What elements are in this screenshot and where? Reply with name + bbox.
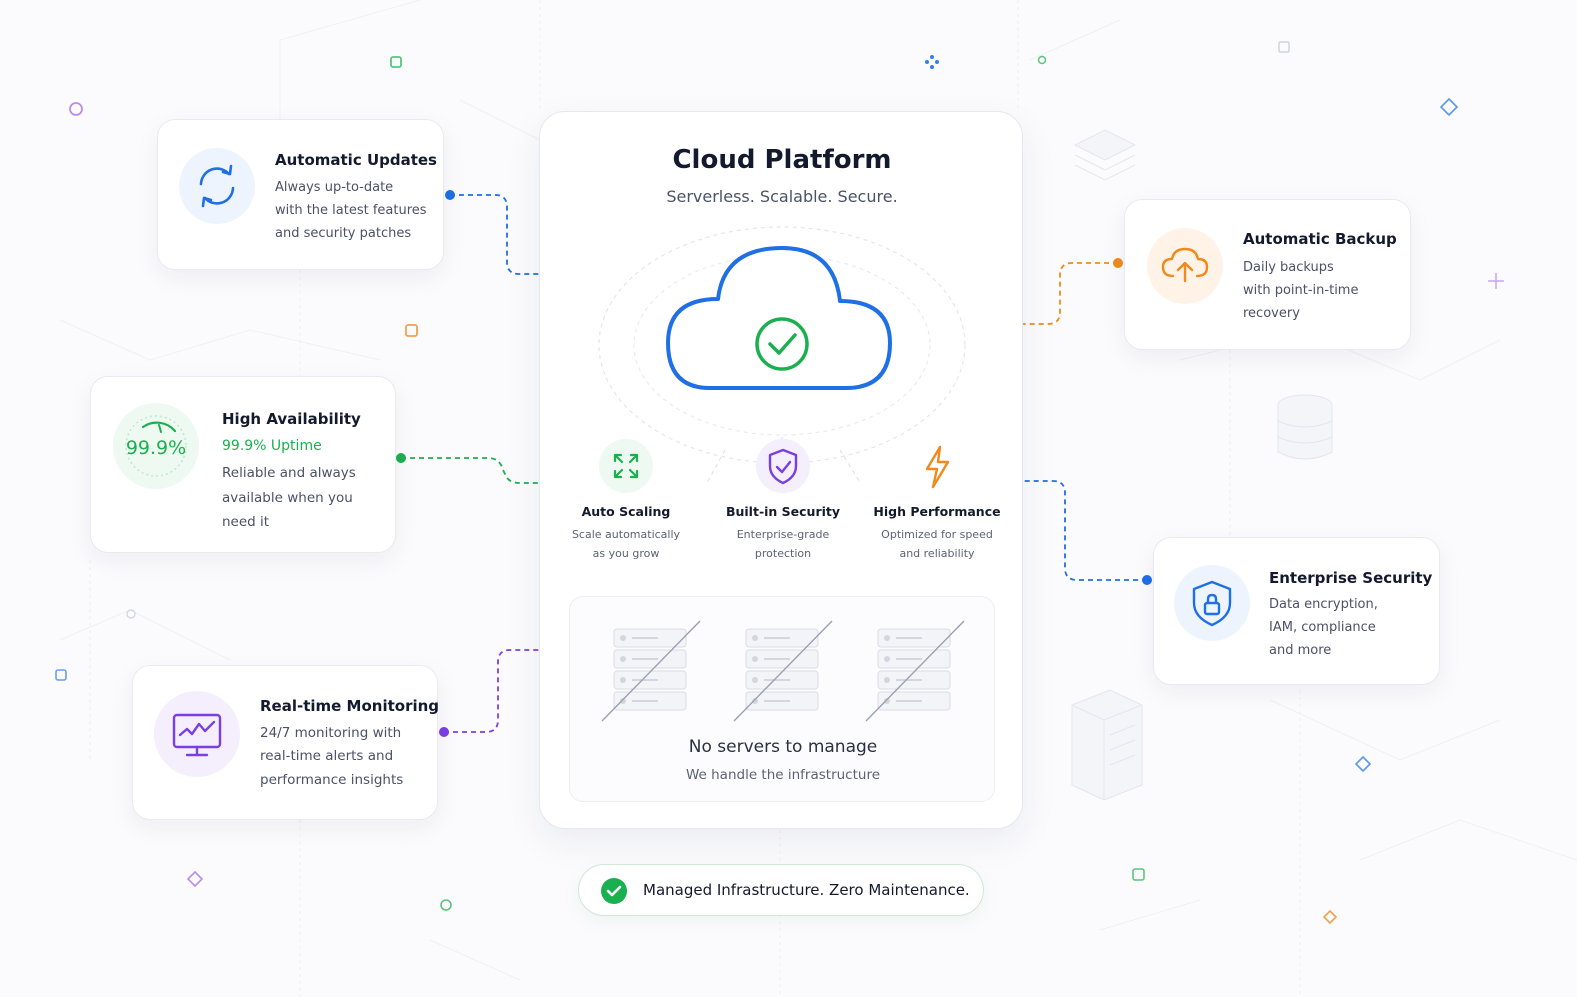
availability-title: High Availability <box>222 410 361 428</box>
availability-line-1: Reliable and always <box>222 465 356 481</box>
monitoring-line-3: performance insights <box>260 772 404 788</box>
cloud-illustration <box>598 226 966 482</box>
shield-lock-icon <box>1192 580 1232 627</box>
feature-title: High Performance <box>873 504 1001 519</box>
card-real-time-monitoring: Real-time Monitoring 24/7 monitoring wit… <box>132 665 440 820</box>
lightning-icon <box>925 445 950 489</box>
crossed-servers-illustration <box>601 620 965 722</box>
updates-title: Automatic Updates <box>275 151 437 169</box>
uptime-metric: 99.9% <box>125 437 187 459</box>
feature-line-2: as you grow <box>592 547 660 560</box>
feature-line-1: Scale automatically <box>571 528 681 541</box>
uptime-gauge-badge: 99.9% <box>113 403 199 489</box>
feature-auto-scaling: Auto Scaling Scale automatically as you … <box>551 438 701 563</box>
connector-monitoring <box>444 649 539 733</box>
platform-title: Cloud Platform <box>672 145 892 175</box>
updates-line-1: Always up-to-date <box>275 180 394 195</box>
shield-check-icon <box>756 439 810 493</box>
no-servers-subtitle: We handle the infrastructure <box>685 767 881 783</box>
connector-updates <box>450 194 539 275</box>
availability-line-3: need it <box>222 514 270 530</box>
backup-line-2: with point-in-time <box>1243 283 1359 298</box>
monitor-chart-icon <box>172 713 222 757</box>
connector-security <box>1023 480 1147 581</box>
platform-subtitle: Serverless. Scalable. Secure. <box>666 187 898 206</box>
security-line-1: Data encryption, <box>1269 597 1378 612</box>
security-title: Enterprise Security <box>1269 569 1433 587</box>
monitor-icon-badge <box>154 691 240 777</box>
card-automatic-backup: Automatic Backup Daily backups with poin… <box>1124 199 1411 350</box>
monitoring-line-1: 24/7 monitoring with <box>260 725 402 741</box>
monitoring-line-2: real-time alerts and <box>260 748 394 764</box>
security-line-3: and more <box>1269 643 1332 658</box>
footer-label: Managed Infrastructure. Zero Maintenance… <box>643 881 970 899</box>
expand-arrows-icon <box>599 439 653 493</box>
no-servers-title: No servers to manage <box>688 737 878 757</box>
connector-availability <box>401 457 539 484</box>
backup-line-3: recovery <box>1243 306 1300 321</box>
monitoring-title: Real-time Monitoring <box>260 697 440 715</box>
feature-line-1: Enterprise-grade <box>736 528 830 541</box>
feature-title: Built-in Security <box>725 504 841 519</box>
security-icon-badge <box>1174 565 1250 641</box>
feature-built-in-security: Built-in Security Enterprise-grade prote… <box>708 438 858 563</box>
no-servers-panel: No servers to manage We handle the infra… <box>569 596 995 802</box>
availability-line-2: available when you <box>222 490 353 506</box>
gauge-icon <box>125 415 187 477</box>
managed-infrastructure-badge: Managed Infrastructure. Zero Maintenance… <box>578 864 984 916</box>
cloud-upload-icon <box>1161 247 1209 283</box>
feature-line-2: protection <box>754 547 812 560</box>
updates-line-3: and security patches <box>275 226 412 241</box>
card-enterprise-security: Enterprise Security Data encryption, IAM… <box>1153 537 1440 685</box>
feature-line-2: and reliability <box>899 547 975 560</box>
backup-title: Automatic Backup <box>1243 230 1397 248</box>
availability-highlight: 99.9% Uptime <box>222 438 322 454</box>
refresh-icon-badge <box>179 148 255 224</box>
check-circle-icon <box>601 878 627 904</box>
card-high-availability: 99.9% High Availability 99.9% Uptime Rel… <box>90 376 396 553</box>
security-line-2: IAM, compliance <box>1269 620 1376 635</box>
feature-title: Auto Scaling <box>581 504 671 519</box>
backup-line-1: Daily backups <box>1243 260 1334 275</box>
connector-backup <box>1023 262 1118 325</box>
refresh-icon <box>199 164 235 208</box>
card-automatic-updates: Automatic Updates Always up-to-date with… <box>157 119 444 270</box>
backup-icon-badge <box>1147 228 1223 304</box>
cloud-platform-panel: Cloud Platform Serverless. Scalable. Sec… <box>539 111 1023 829</box>
checkmark-icon <box>755 317 809 371</box>
updates-line-2: with the latest features <box>275 203 427 218</box>
feature-high-performance: High Performance Optimized for speed and… <box>862 438 1012 563</box>
feature-line-1: Optimized for speed <box>881 528 993 541</box>
